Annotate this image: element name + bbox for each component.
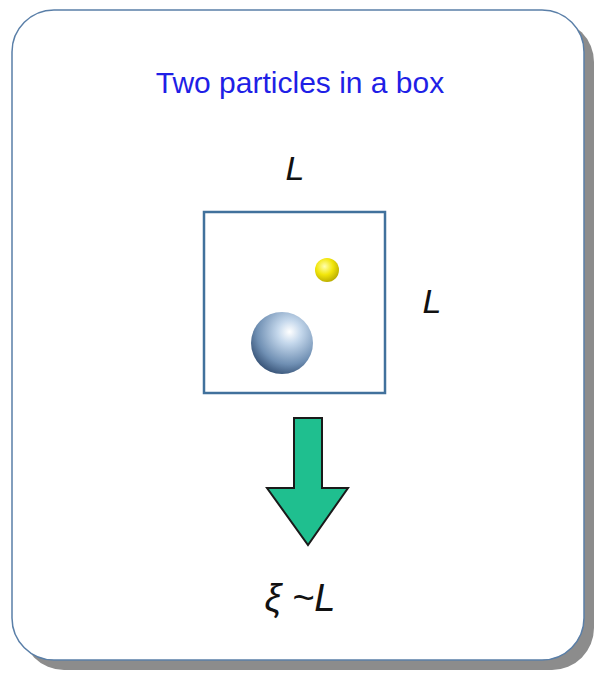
down-arrow: [267, 418, 348, 545]
card: [12, 10, 584, 660]
large-particle: [251, 312, 313, 374]
box: [204, 212, 385, 393]
small-particle: [315, 258, 339, 282]
dimension-label: L: [423, 283, 442, 320]
title: Two particles in a box: [156, 66, 444, 99]
dimension-label: L: [286, 150, 305, 187]
scaling-relation: ξ ~L: [265, 578, 336, 620]
